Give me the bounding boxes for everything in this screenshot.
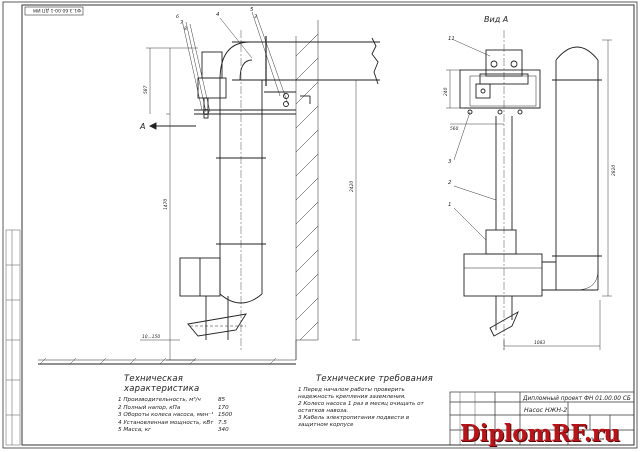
dim-level: 10...150 — [142, 334, 160, 340]
impeller — [187, 313, 247, 337]
dim-587: 587 — [143, 85, 149, 94]
requirement-item: 2 Колесо насоса 1 раз в месяц очищать от… — [298, 401, 424, 414]
callout-3: 3 — [448, 159, 452, 165]
callout-8: 8 — [184, 26, 187, 32]
dim-1470: 1470 — [163, 199, 169, 210]
callout-6: 6 — [176, 14, 179, 20]
tech-characteristics-title: Техническая характеристика — [124, 374, 200, 394]
main-view — [38, 11, 380, 365]
left-margin-stamp — [5, 229, 21, 446]
dim-240: 240 — [443, 87, 449, 96]
dim-2420: 2420 — [349, 181, 355, 192]
title-name: Насос НЖН-2 — [524, 407, 567, 414]
dim-1083: 1083 — [534, 340, 545, 346]
motor — [201, 51, 223, 79]
tech-characteristics: Техническая характеристика 1 Производите… — [118, 374, 258, 435]
requirement-item: 3 Кабель электропитания подвести в защит… — [298, 415, 410, 428]
dim-2820: 2820 — [611, 165, 617, 176]
callout-2: 2 — [448, 180, 452, 186]
top-stamp-text: Ф1.3.60.00-1 ДП ИМ — [33, 7, 81, 13]
discharge-pipe — [232, 41, 380, 81]
callout-5: 5 — [250, 7, 254, 13]
pipe-elbow — [219, 41, 253, 81]
tech-requirements-title: Технические требования — [316, 374, 433, 384]
callout-7: 7 — [180, 20, 183, 26]
pump-body-view-a — [463, 253, 543, 297]
callout-4: 4 — [216, 12, 220, 18]
watermark-logo: DiplomRF.ru — [460, 419, 638, 447]
section-marker-a: А — [139, 122, 145, 131]
view-a — [446, 30, 612, 350]
title-project: Дипломный проект ФН 01.00.00 СБ — [522, 396, 631, 402]
watermark-text: DiplomRF.ru — [460, 419, 620, 447]
callout-11: 11 — [448, 36, 455, 42]
view-a-label: Вид А — [484, 15, 508, 24]
wall-hatching — [295, 20, 319, 360]
dim-560: 560 — [450, 126, 459, 132]
title-sheet: Лист — [571, 436, 582, 441]
title-sheets: Листов 1 — [589, 436, 608, 441]
callout-3-main: 3 — [254, 14, 257, 20]
top-stamp: Ф1.3.60.00-1 ДП ИМ — [24, 6, 84, 16]
requirement-item: 1 Перед началом работы проверить надежно… — [298, 387, 406, 400]
title-block — [449, 391, 635, 446]
inner-frame — [21, 4, 635, 446]
callout-1: 1 — [448, 202, 451, 208]
tech-requirements: Технические требования 1 Перед началом р… — [298, 374, 448, 429]
tall-pipe-view-a — [555, 60, 599, 290]
